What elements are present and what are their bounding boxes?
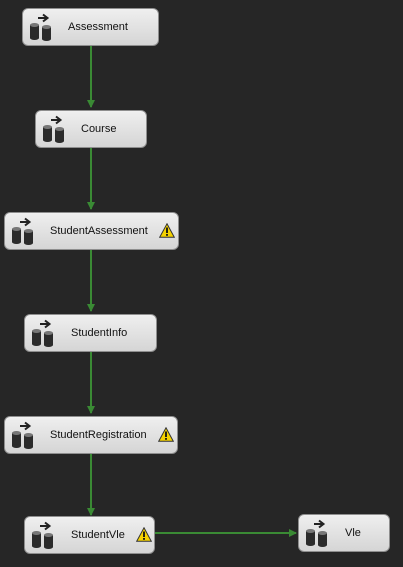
data-flow-task-icon <box>302 519 332 547</box>
data-flow-task-icon <box>8 217 38 245</box>
task-label: StudentInfo <box>71 327 128 339</box>
task-label: StudentAssessment <box>50 225 148 237</box>
data-flow-task-icon <box>28 319 58 347</box>
data-flow-task-icon <box>26 13 56 41</box>
warning-icon[interactable] <box>135 526 153 542</box>
task-vle[interactable]: Vle <box>298 514 390 552</box>
task-label: StudentRegistration <box>50 429 147 441</box>
task-student-assessment[interactable]: StudentAssessment <box>4 212 179 250</box>
warning-icon[interactable] <box>158 222 176 238</box>
task-label: Vle <box>345 527 361 539</box>
task-student-registration[interactable]: StudentRegistration <box>4 416 178 454</box>
task-student-info[interactable]: StudentInfo <box>24 314 157 352</box>
task-label: Course <box>81 123 117 135</box>
task-label: Assessment <box>68 21 128 33</box>
warning-icon[interactable] <box>157 426 175 442</box>
data-flow-task-icon <box>8 421 38 449</box>
task-assessment[interactable]: Assessment <box>22 8 159 46</box>
data-flow-task-icon <box>39 115 69 143</box>
task-course[interactable]: Course <box>35 110 147 148</box>
data-flow-task-icon <box>28 521 58 549</box>
task-label: StudentVle <box>71 529 125 541</box>
task-student-vle[interactable]: StudentVle <box>24 516 155 554</box>
